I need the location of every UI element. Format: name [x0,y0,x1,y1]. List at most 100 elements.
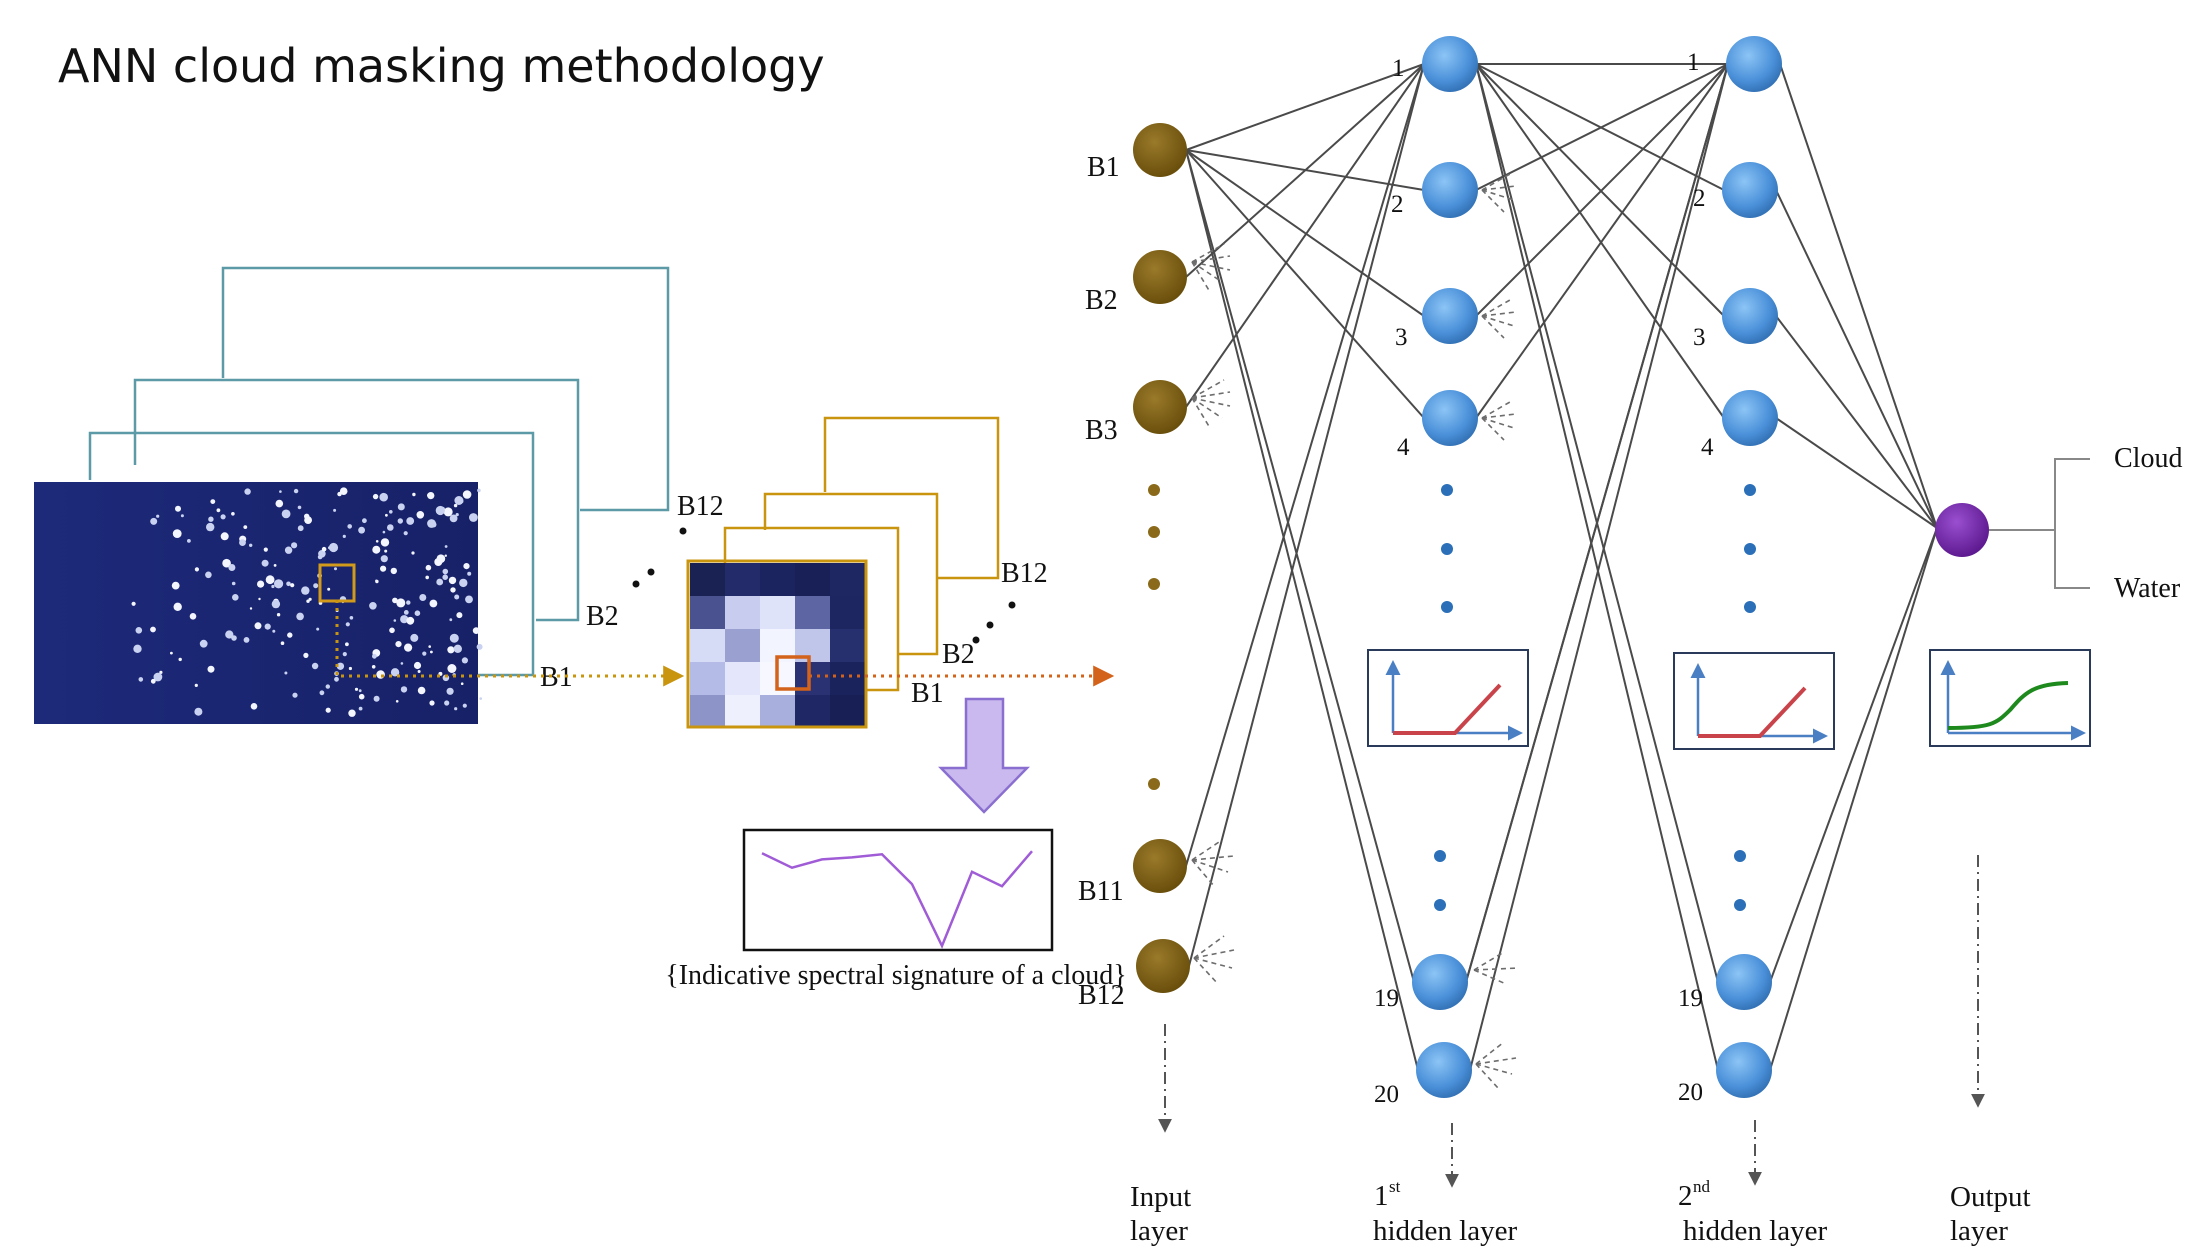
output-class-cloud: Cloud [2114,443,2182,474]
band-label-b12: B12 [677,491,724,522]
output-layer-label-line2: layer [1950,1215,2008,1247]
cloud-speckle [258,597,261,601]
input-label-b2: B2 [1085,285,1118,316]
cloud-speckle [454,594,460,600]
cloud-speckle [131,601,136,606]
input-layer-label-line2: layer [1130,1215,1188,1247]
ellipsis-dot [1148,778,1160,790]
edge-h2-output [1779,63,1938,529]
center-pixel-highlight [775,655,811,691]
cloud-speckle [284,671,288,675]
dropped-tick [1481,299,1511,317]
dropped-tick [1473,969,1507,985]
cloud-speckle [274,579,284,589]
cloud-speckle [416,511,425,519]
patch-pixel [725,596,760,629]
input-label-b3: B3 [1085,415,1118,446]
edge-h1-h2 [1475,63,1729,419]
ellipsis-dot [1441,601,1453,613]
dropped-tick [1475,1063,1499,1089]
h2-node-3 [1722,288,1778,344]
cloud-speckle [261,559,269,567]
dropped-tick [1191,839,1223,861]
ellipsis-dot [1434,850,1446,862]
cloud-speckle [434,558,443,566]
dropped-tick [1191,261,1231,271]
dropped-tick [1481,311,1517,317]
input-label-b1: B1 [1087,152,1120,183]
cloud-speckle [303,652,309,659]
dropped-tick [1193,957,1219,985]
cloud-speckle [467,571,472,576]
ellipsis-dot [679,527,687,535]
ellipsis-dot [1008,601,1016,609]
edge-h1-h2 [1475,63,1729,191]
patch-pixel [760,695,795,728]
ellipsis-dot [972,636,980,644]
output-layer-label-line1: Output [1950,1181,2031,1213]
edge-input-h1 [1185,63,1425,278]
patch-pixel [690,695,725,728]
cloud-speckle [422,651,427,656]
cloud-speckle [243,525,248,529]
cloud-speckle [412,492,416,497]
output-class-water: Water [2114,573,2181,604]
patch-label-b2: B2 [942,639,975,670]
cloud-speckle [348,666,352,671]
cloud-speckle [372,545,381,554]
cloud-speckle [156,514,160,518]
cloud-speckle [290,583,295,588]
cloud-speckle [297,505,302,510]
dropped-tick [1193,957,1233,969]
spectral-signature-line [761,850,1033,949]
cloud-speckle [180,514,184,518]
spectral-signature-caption: {Indicative spectral signature of a clou… [665,960,1126,991]
cloud-speckle [328,542,339,553]
cloud-speckle [208,516,214,522]
cloud-speckle [463,563,470,570]
cloud-speckle [428,645,432,648]
patch-pixel [725,662,760,695]
cloud-speckle [380,565,387,572]
cloud-speckle [462,703,467,708]
cloud-speckle [220,532,229,541]
cloud-speckle [460,499,464,504]
patch-pixel [830,563,865,596]
cloud-speckle [397,518,403,524]
dropped-tick [1481,189,1515,201]
cloud-speckle [384,549,388,553]
input-node-b12 [1136,939,1190,993]
h2-layer-label-rest: hidden layer [1683,1215,1827,1247]
cloud-speckle [135,627,143,634]
h2-label-20: 20 [1678,1079,1703,1106]
h2-node-2 [1722,162,1778,218]
cloud-speckle [194,567,199,572]
input-layer: B1 B2 B3 B11 B12 [1078,123,1190,1011]
patch-pixel [690,629,725,662]
cloud-speckle [375,540,379,543]
dropped-tick [1193,949,1235,959]
cloud-speckle [449,618,453,622]
ellipsis-dot [1441,484,1453,496]
patch-pixel [760,596,795,629]
diagram-title: ANN cloud masking methodology [58,39,825,93]
relu-curve [1393,683,1502,735]
cloud-speckle [272,629,276,633]
edge-h2-output [1769,527,1938,983]
h2-layer-label-sup: nd [1693,1177,1711,1196]
h2-layer-label-num: 2 [1678,1180,1693,1212]
cloud-speckle [349,616,354,620]
ellipsis-dot [1434,899,1446,911]
ellipsis-dot [1744,601,1756,613]
ellipsis-dot [1734,850,1746,862]
cloud-speckle [342,534,346,539]
cloud-speckle [207,665,215,673]
ellipsis-dot [986,621,994,629]
patch-label-b12: B12 [1001,558,1048,589]
cloud-speckle [406,616,415,625]
cloud-speckle [210,499,216,504]
cloud-speckle [395,700,399,703]
edge-h1-h2 [1475,63,1719,1071]
cloud-speckle [296,612,304,621]
